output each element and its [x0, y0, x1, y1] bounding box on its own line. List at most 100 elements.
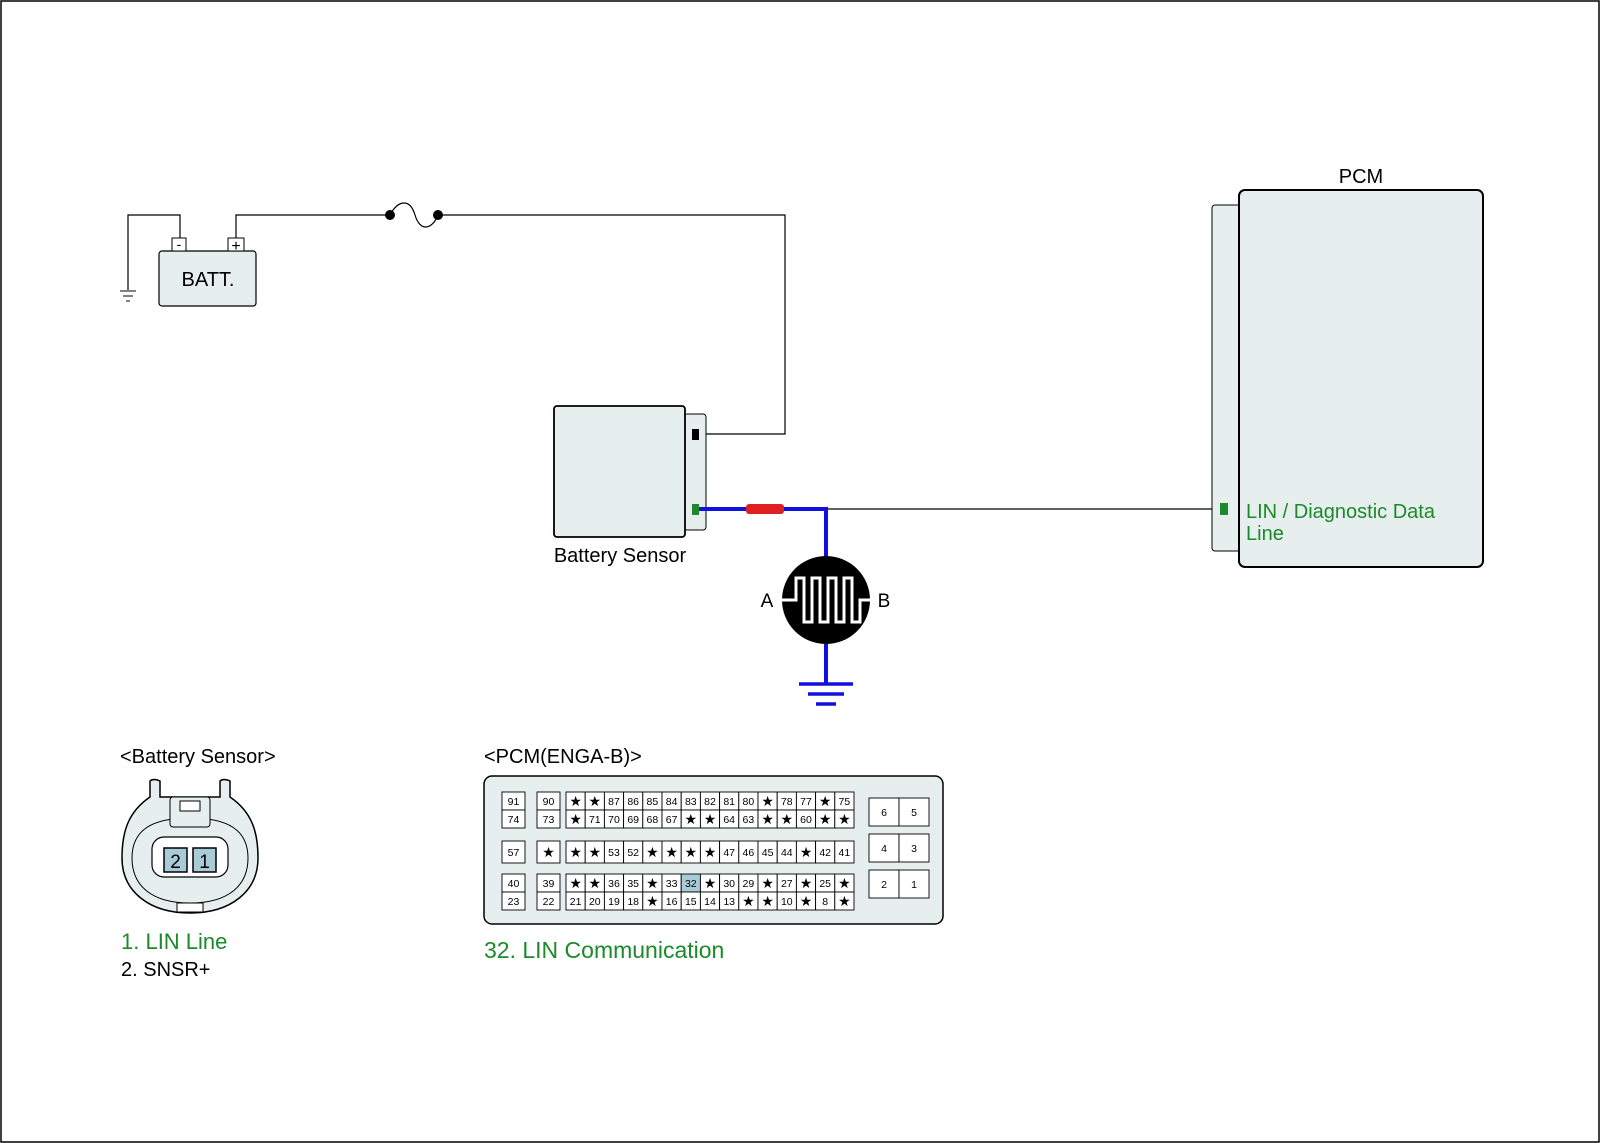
- pcm-pin-number: 69: [627, 814, 639, 826]
- pcm-pin-cell: [834, 840, 855, 864]
- battery-minus-sign: -: [177, 236, 182, 252]
- pcm-pin-unused-mark: ★: [685, 811, 698, 827]
- connector-latch-tab: [179, 800, 201, 812]
- oscilloscope-label-a: A: [761, 591, 774, 612]
- pcm-pin-cell: [834, 809, 855, 829]
- oscilloscope-ground-symbol: [799, 682, 853, 706]
- pcm-pin-number: 15: [685, 896, 697, 908]
- pcm-pin-unused-mark: ★: [589, 875, 602, 891]
- pcm-pin-number: 68: [647, 814, 659, 826]
- pcm-module: PCM LIN / Diagnostic Data Line: [1211, 166, 1484, 568]
- pcm-pin-number: 82: [704, 796, 716, 808]
- pcm-pin-unused-mark: ★: [781, 811, 794, 827]
- pcm-pin-number: 13: [723, 896, 735, 908]
- pcm-pin-unused-mark: ★: [704, 811, 717, 827]
- connector-inner-shell: [131, 817, 249, 904]
- pcm-pin-unused-mark: ★: [569, 811, 582, 827]
- pcm-pin-number: 74: [508, 814, 520, 826]
- fuse-terminal-right: [433, 210, 443, 220]
- pcm-pin-unused-mark: ★: [761, 875, 774, 891]
- pcm-pin-number: 67: [666, 814, 678, 826]
- pcm-pin-number: 57: [508, 847, 520, 859]
- pcm-pin-unused-mark: ★: [569, 875, 582, 891]
- pcm-pin-unused-mark: ★: [800, 844, 813, 860]
- connector-key-notch: [176, 902, 204, 913]
- pcm-pin-unused-mark: ★: [838, 811, 851, 827]
- pcm-pin-number: 16: [666, 896, 678, 908]
- battery-sensor-legend-2: 2. SNSR+: [121, 959, 210, 981]
- pcm-pin-number: 35: [627, 878, 639, 890]
- pcm-pin-unused-mark: ★: [665, 844, 678, 860]
- pcm-pin-number: 71: [589, 814, 601, 826]
- pcm-pin-number: 21: [570, 896, 582, 908]
- pcm-pin-number: 10: [781, 896, 793, 908]
- pcm-pin-number: 60: [800, 814, 812, 826]
- pcm-pin-label-line1: LIN / Diagnostic Data: [1246, 501, 1436, 523]
- pcm-pin-number: 84: [666, 796, 678, 808]
- oscilloscope-symbol: A B: [761, 556, 891, 706]
- pcm-pin-unused-mark: ★: [800, 893, 813, 909]
- pcm-pin-number: 40: [508, 878, 520, 890]
- pcm-pin-number: 44: [781, 847, 793, 859]
- battery-minus-terminal: [171, 237, 187, 252]
- pcm-pin-unused-mark: ★: [704, 844, 717, 860]
- connector-pin-1-label: 1: [199, 852, 210, 873]
- connector-pin-1: [192, 847, 217, 873]
- pcm-lin-pin: [1220, 503, 1228, 515]
- pcm-connector-legend: 32. LIN Communication: [484, 937, 724, 963]
- pcm-pin-unused-mark: ★: [838, 875, 851, 891]
- battery-ground-symbol: [120, 290, 136, 302]
- pcm-pin-cell: [536, 809, 561, 829]
- pcm-pin-number: 80: [743, 796, 755, 808]
- pcm-pin-cell: [501, 840, 526, 864]
- fused-power-wire: [235, 202, 786, 435]
- pcm-pin-unused-mark: ★: [569, 793, 582, 809]
- pcm-pin-number: 20: [589, 896, 601, 908]
- pcm-pin-cell: [898, 869, 930, 899]
- pcm-pin-number: 36: [608, 878, 620, 890]
- pcm-pin-number: 42: [819, 847, 831, 859]
- pcm-pin-number: 64: [723, 814, 735, 826]
- pcm-pin-unused-mark: ★: [819, 793, 832, 809]
- pcm-pin-number: 30: [723, 878, 735, 890]
- probe-clip: [746, 504, 784, 514]
- pcm-pin-number: 19: [608, 896, 620, 908]
- pcm-pin-number: 83: [685, 796, 697, 808]
- battery-sensor-body: [553, 405, 686, 538]
- battery-sensor-connector-title: <Battery Sensor>: [120, 746, 276, 768]
- pcm-pin-unused-mark: ★: [761, 811, 774, 827]
- pcm-pin-number: 46: [743, 847, 755, 859]
- pcm-body: [1238, 189, 1484, 568]
- pcm-pin-cell: [868, 869, 900, 899]
- battery-sensor-pin-snsr: [692, 429, 699, 440]
- pcm-pin-unused-mark: ★: [800, 875, 813, 891]
- pcm-pin-unused-mark: ★: [704, 875, 717, 891]
- square-wave-icon: [782, 576, 870, 624]
- pcm-pin-number: 6: [881, 807, 887, 819]
- pcm-pin-number: 78: [781, 796, 793, 808]
- connector-pin-2: [163, 847, 188, 873]
- battery: - + BATT.: [120, 214, 257, 307]
- pcm-pin-number: 70: [608, 814, 620, 826]
- pcm-pin-cell: [501, 809, 526, 829]
- pcm-pin-number: 22: [543, 896, 555, 908]
- pcm-pin-number: 3: [911, 843, 917, 855]
- pcm-pin-number: 86: [627, 796, 639, 808]
- pcm-pin-number: 47: [723, 847, 735, 859]
- battery-sensor-label: Battery Sensor: [554, 545, 687, 567]
- pcm-pin-label-line2: Line: [1246, 523, 1284, 545]
- battery-plus-sign: +: [231, 238, 240, 255]
- pcm-pin-number: 33: [666, 878, 678, 890]
- pcm-pin-number: 81: [723, 796, 735, 808]
- pcm-pin-number: 4: [881, 843, 887, 855]
- pcm-pin-unused-mark: ★: [761, 893, 774, 909]
- pcm-pin-unused-mark: ★: [569, 844, 582, 860]
- pcm-pin-number: 52: [627, 847, 639, 859]
- pcm-pin-number: 63: [743, 814, 755, 826]
- pcm-pin-number: 8: [822, 896, 828, 908]
- oscilloscope-label-b: B: [878, 591, 891, 612]
- pcm-pin-number: 91: [508, 796, 520, 808]
